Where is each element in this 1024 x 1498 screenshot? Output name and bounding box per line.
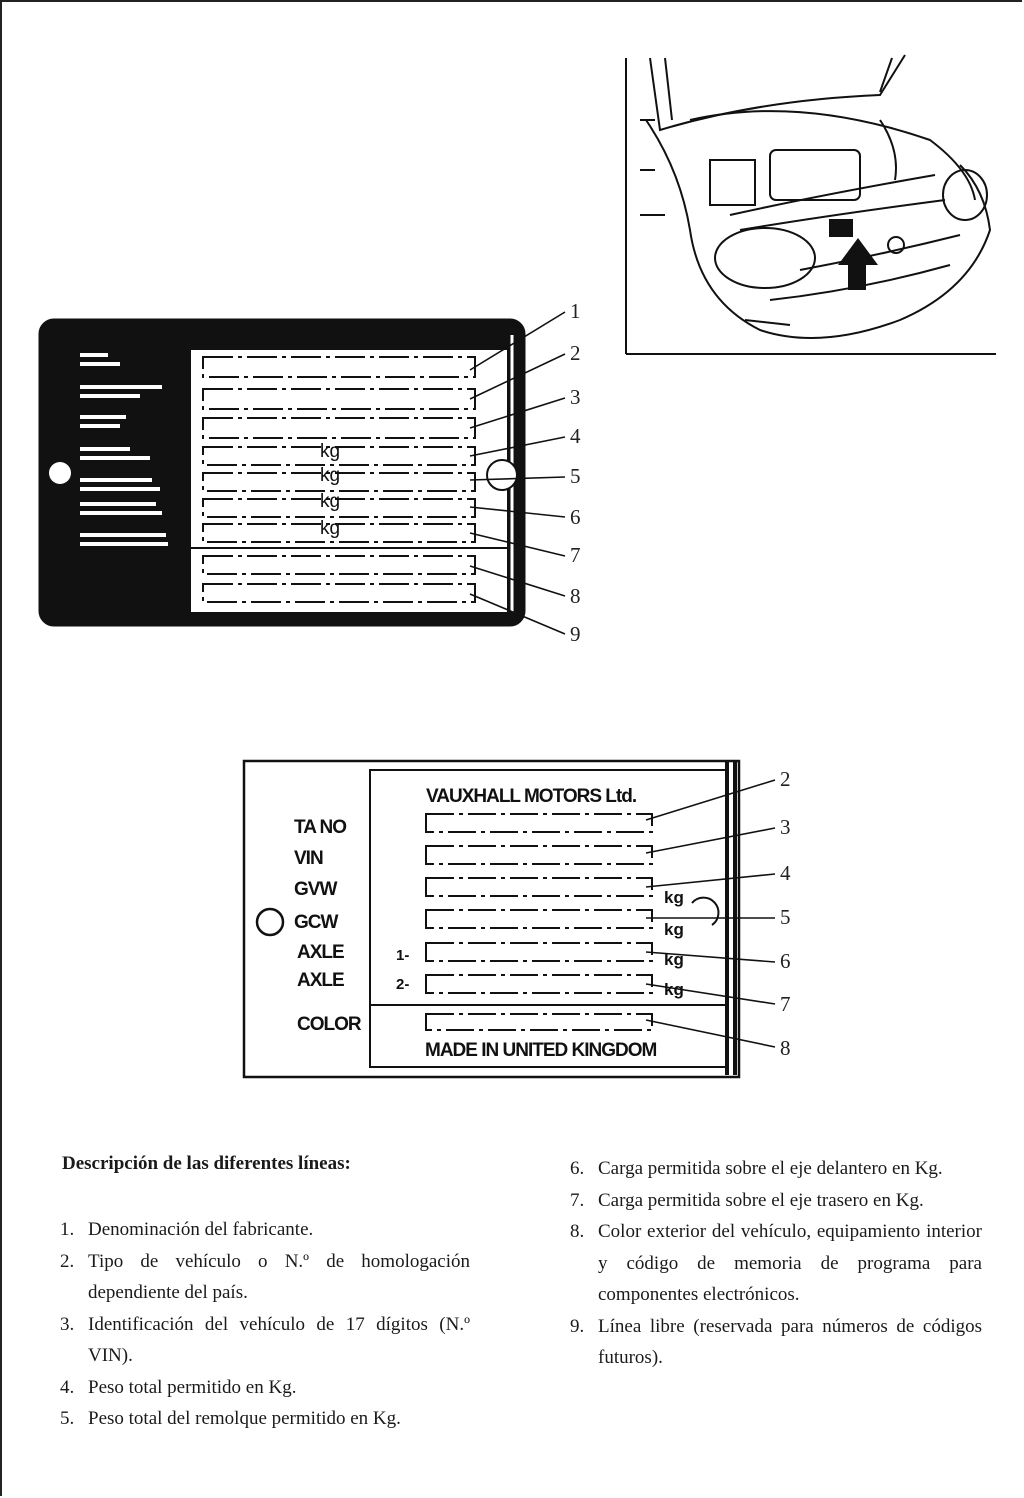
plate-field-label: TA NO — [294, 817, 346, 838]
generic-plate: kg kg kg kg 1 2 3 4 5 6 7 8 9 — [38, 299, 581, 646]
illustrations: kg kg kg kg 1 2 3 4 5 6 7 8 9 — [38, 54, 996, 1079]
kg-unit-label: kg — [320, 441, 340, 462]
callout-number: 3 — [780, 815, 791, 839]
description-heading: Descripción de las diferentes líneas: — [62, 1153, 351, 1174]
kg-unit-label: kg — [320, 518, 340, 539]
callout-number: 4 — [570, 424, 581, 448]
axle-prefix: 2- — [396, 976, 409, 993]
callout-number: 3 — [570, 385, 581, 409]
arrow-icon — [838, 238, 878, 290]
callout-number: 4 — [780, 861, 791, 885]
plate-field-label: GVW — [294, 879, 337, 900]
callout-number: 9 — [570, 622, 581, 646]
kg-unit-label: kg — [320, 491, 340, 512]
list-item: 1.Denominación del fabricante. — [60, 1219, 314, 1240]
kg-unit-label: kg — [664, 980, 684, 999]
kg-unit-label: kg — [664, 888, 684, 907]
plate-field-label: AXLE — [297, 942, 344, 963]
list-item: 4.Peso total permitido en Kg. — [60, 1376, 297, 1398]
list-item: 8.Color exterior del vehículo, equipamie… — [570, 1221, 982, 1305]
axle-prefix: 1- — [396, 947, 409, 964]
callout-number: 8 — [570, 584, 581, 608]
car-engine-bay-illustration — [625, 54, 996, 355]
description-list-left: 1.Denominación del fabricante. 2.Tipo de… — [60, 1214, 470, 1435]
list-item: 3.Identificación del vehículo de 17 dígi… — [60, 1313, 470, 1367]
callout-number: 2 — [570, 341, 581, 365]
kg-unit-label: kg — [320, 465, 340, 486]
list-item: 9.Línea libre (reservada para números de… — [570, 1315, 982, 1369]
kg-unit-label: kg — [664, 920, 684, 939]
callout-number: 6 — [780, 949, 791, 973]
callout-number: 5 — [570, 464, 581, 488]
callout-number: 2 — [780, 767, 791, 791]
callout-number: 8 — [780, 1036, 791, 1060]
callout-number: 6 — [570, 505, 581, 529]
vauxhall-plate: VAUXHALL MOTORS Ltd. TA NO VIN GVW GCW A… — [242, 759, 791, 1079]
callout-number: 7 — [570, 543, 581, 567]
callout-number: 5 — [780, 905, 791, 929]
plate-field-label: GCW — [294, 912, 339, 933]
plate-field-label: VIN — [294, 848, 323, 869]
plate-field-label: AXLE — [297, 970, 344, 991]
description-list-right: 6.Carga permitida sobre el eje delantero… — [570, 1153, 982, 1374]
list-item: 6.Carga permitida sobre el eje delantero… — [570, 1158, 943, 1179]
callout-number: 1 — [570, 299, 581, 323]
list-item: 5.Peso total del remolque permitido en K… — [60, 1408, 401, 1429]
plate-manufacturer-header: VAUXHALL MOTORS Ltd. — [426, 786, 636, 807]
list-item: 2.Tipo de vehículo o N.º de homologación… — [60, 1250, 470, 1304]
callout-number: 7 — [780, 992, 791, 1016]
plate-origin-footer: MADE IN UNITED KINGDOM — [425, 1040, 657, 1061]
list-item: 7.Carga permitida sobre el eje trasero e… — [570, 1189, 924, 1211]
plate-field-label: COLOR — [297, 1014, 362, 1035]
